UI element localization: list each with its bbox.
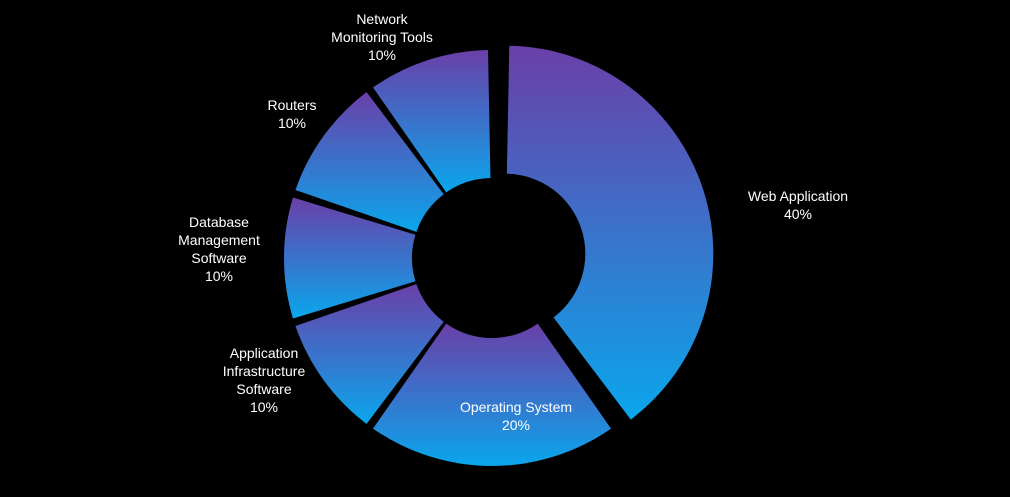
- slice-category-label: Network: [356, 11, 408, 27]
- slice-category-label: Management: [178, 232, 260, 248]
- slice-label: Routers 10%: [267, 97, 316, 131]
- slice-category-label: Web Application: [748, 188, 848, 204]
- donut-slice: [295, 284, 444, 424]
- slice-percent-label: 40%: [784, 206, 812, 222]
- slice-percent-label: 20%: [502, 417, 530, 433]
- donut-slice: [295, 92, 444, 232]
- slice-label: Web Application 40%: [748, 188, 848, 222]
- slice-percent-label: 10%: [278, 115, 306, 131]
- donut-slice: [506, 45, 714, 420]
- slice-category-label: Operating System: [460, 399, 572, 415]
- slice-category-label: Infrastructure: [223, 363, 306, 379]
- slice-percent-label: 10%: [250, 399, 278, 415]
- slice-category-label: Application: [230, 345, 299, 361]
- slice-percent-label: 10%: [368, 47, 396, 63]
- slice-category-label: Routers: [267, 97, 316, 113]
- slices-layer: [284, 45, 714, 467]
- slice-category-label: Software: [191, 250, 246, 266]
- slice-category-label: Database: [189, 214, 249, 230]
- slice-category-label: Monitoring Tools: [331, 29, 433, 45]
- labels-layer: Web Application 40% Operating System 20% App…: [178, 11, 848, 433]
- slice-percent-label: 10%: [205, 268, 233, 284]
- donut-slice: [372, 50, 491, 193]
- slice-label: Operating System 20%: [460, 399, 572, 433]
- donut-slice: [284, 197, 416, 319]
- donut-slice: [372, 323, 612, 467]
- slice-category-label: Software: [236, 381, 291, 397]
